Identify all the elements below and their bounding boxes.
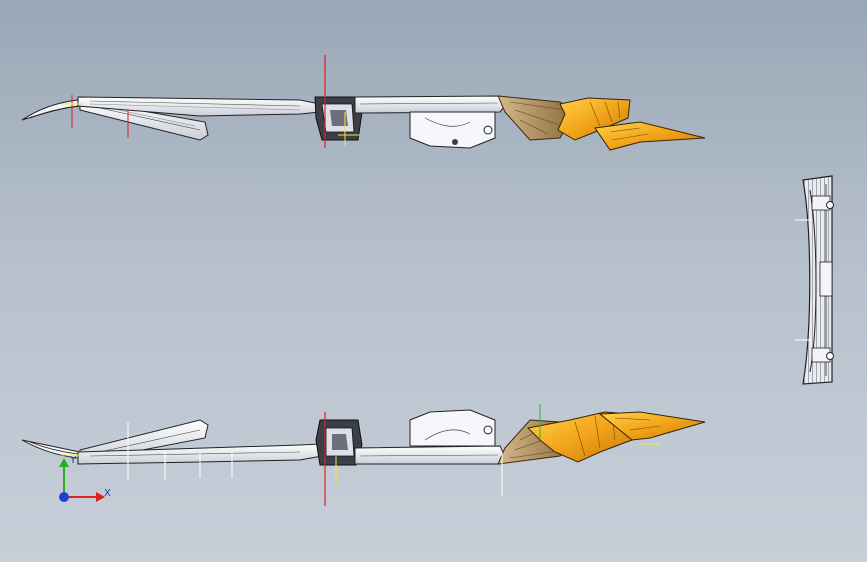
upper-transition-section[interactable] bbox=[497, 95, 576, 141]
triad-y-label: Y bbox=[70, 455, 77, 466]
upper-center-rail[interactable] bbox=[354, 95, 506, 114]
upper-angled-bracket[interactable] bbox=[79, 99, 209, 141]
upper-rear-tail[interactable] bbox=[594, 121, 706, 151]
coordinate-triad: X Y bbox=[50, 455, 120, 515]
lower-rear-tail[interactable] bbox=[598, 411, 706, 441]
curved-panel-body[interactable] bbox=[802, 175, 833, 385]
upper-rail-assembly[interactable] bbox=[21, 55, 706, 151]
side-curved-panel[interactable] bbox=[795, 175, 834, 385]
triad-z-axis bbox=[59, 492, 69, 502]
lower-rail-assembly[interactable] bbox=[21, 404, 706, 506]
triad-axes bbox=[59, 458, 105, 502]
upper-long-rail[interactable] bbox=[77, 96, 321, 117]
lower-rear-orange-section[interactable] bbox=[526, 411, 633, 463]
lower-mount-bracket[interactable] bbox=[409, 409, 496, 447]
upper-front-hook[interactable] bbox=[21, 99, 81, 121]
triad-x-label: X bbox=[104, 488, 111, 499]
